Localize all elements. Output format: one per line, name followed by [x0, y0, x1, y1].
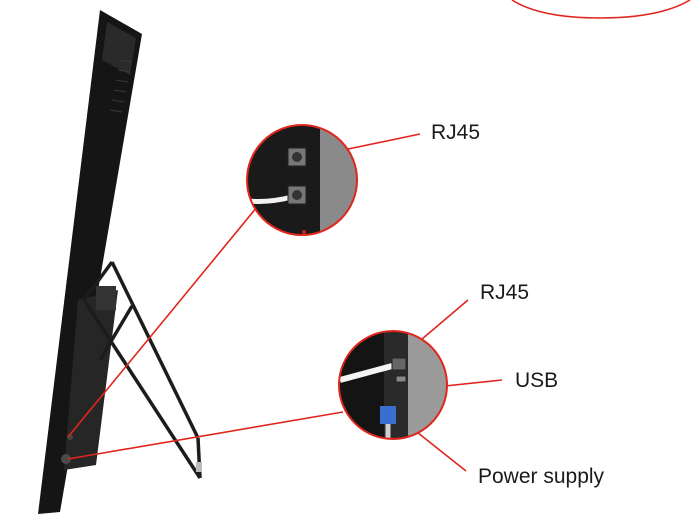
rj45-top-label: RJ45 — [431, 121, 481, 144]
panel-frame — [38, 10, 142, 514]
rj45-port-icon — [391, 357, 407, 371]
vent-slots — [109, 59, 133, 113]
rj45-port-icon — [287, 147, 307, 205]
usb-label: USB — [515, 369, 559, 392]
stand-foot — [196, 462, 202, 472]
led-poster-panel — [38, 10, 142, 514]
power-connector-icon — [380, 406, 396, 439]
cropped-ellipse — [511, 0, 691, 19]
folding-stand — [82, 260, 202, 479]
usb-port-icon — [395, 375, 407, 383]
zoom-circle-upper — [246, 124, 358, 236]
panel-hinge — [96, 286, 116, 310]
zoom-circle-lower — [338, 330, 448, 440]
port-marker-lower — [61, 454, 71, 464]
cable-icon — [339, 363, 393, 383]
leader-lower-zoom — [67, 411, 344, 460]
rj45-bottom-label: RJ45 — [480, 281, 530, 304]
power-supply-label: Power supply — [478, 465, 605, 488]
leader-upper-zoom — [67, 206, 258, 438]
